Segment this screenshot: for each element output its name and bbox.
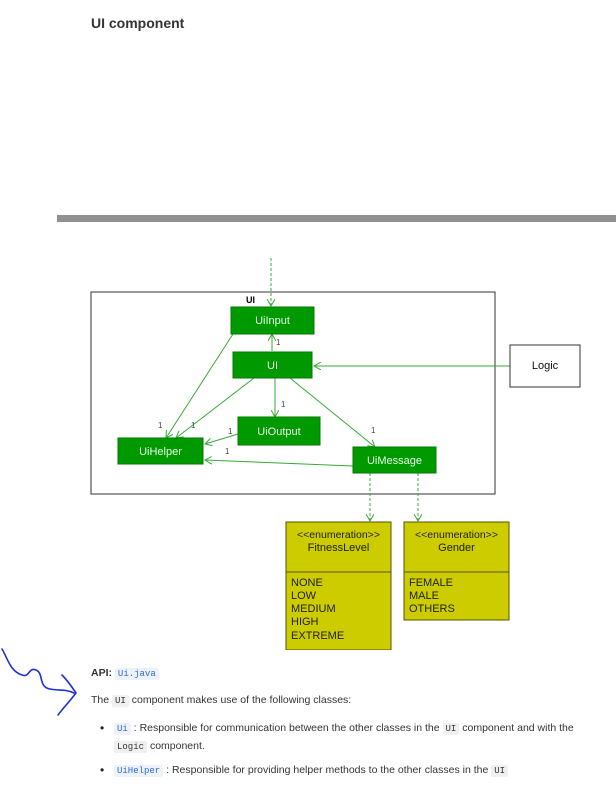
uimessage-class: UiMessage	[352, 446, 437, 474]
logic-class: Logic	[509, 344, 581, 388]
ui-to-uihelper-arrow	[176, 377, 255, 438]
fitnesslevel-name: FitnessLevel	[308, 542, 370, 554]
gender-value: MALE	[409, 590, 439, 602]
uimessage-class-label: UiMessage	[367, 455, 422, 467]
multiplicity-label: 1	[191, 421, 196, 430]
class-list: Ui : Responsible for communication betwe…	[100, 720, 580, 786]
gender-value: OTHERS	[409, 603, 455, 615]
uioutput-class: UiOutput	[237, 416, 321, 446]
ui-package-frame	[90, 291, 496, 495]
uimessage-to-uihelper-arrow	[205, 460, 354, 467]
api-line: API: Ui.java	[91, 667, 159, 680]
list-item: Ui : Responsible for communication betwe…	[100, 720, 580, 756]
multiplicity-label: 1	[158, 421, 163, 430]
fitnesslevel-value: LOW	[291, 590, 317, 602]
intro-paragraph: The UI component makes use of the follow…	[91, 694, 352, 707]
intro-text: The	[91, 694, 110, 706]
hand-drawn-arrow-icon	[1, 648, 77, 716]
intro-text: component makes use of the following cla…	[131, 694, 352, 706]
ui-class-label: UI	[267, 360, 278, 372]
multiplicity-label: 1	[228, 427, 233, 436]
ui-to-uimessage-arrow	[289, 377, 375, 447]
api-file-link[interactable]: Ui.java	[114, 668, 159, 680]
fitnesslevel-value: EXTREME	[291, 630, 344, 642]
uiinput-class: UiInput	[230, 306, 315, 335]
fitnesslevel-value: NONE	[291, 577, 323, 589]
ui-package-label: UI	[246, 295, 255, 305]
gender-name: Gender	[438, 542, 475, 554]
page-title: UI component	[91, 15, 185, 31]
list-item: UiHelper : Responsible for providing hel…	[100, 762, 580, 780]
uihelper-class: UiHelper	[117, 437, 204, 465]
multiplicity-label: 1	[281, 400, 286, 409]
inline-code: Logic	[114, 741, 148, 753]
gender-enum: <<enumeration>> Gender FEMALE MALE OTHER…	[403, 521, 510, 621]
list-item-text: : Responsible for providing helper metho…	[166, 764, 489, 776]
fitnesslevel-enum: <<enumeration>> FitnessLevel NONE LOW ME…	[285, 521, 392, 650]
list-item-text: : Responsible for communication between …	[133, 722, 440, 734]
inline-code: UI	[442, 723, 460, 735]
uihelper-class-label: UiHelper	[139, 446, 182, 458]
list-item-text: component.	[149, 740, 205, 752]
class-link-ui[interactable]: Ui	[114, 723, 131, 735]
multiplicity-label: 1	[276, 338, 281, 347]
api-label: API:	[91, 667, 112, 679]
inline-code: UI	[491, 765, 509, 777]
inline-code: UI	[112, 695, 129, 707]
uioutput-class-label: UiOutput	[257, 426, 300, 438]
ui-class: UI	[232, 351, 313, 379]
gender-stereotype: <<enumeration>>	[415, 529, 498, 541]
horizontal-rule	[57, 215, 616, 222]
fitnesslevel-value: MEDIUM	[291, 603, 336, 615]
class-link-uihelper[interactable]: UiHelper	[114, 765, 164, 777]
list-item-text: component and with the	[462, 722, 574, 734]
uiinput-to-uihelper-arrow	[166, 333, 234, 438]
class-diagram: UI 1 1 1 1 1 1 1 UiInput UI UiOutput UiH…	[90, 258, 581, 650]
gender-value: FEMALE	[409, 577, 453, 589]
fitnesslevel-stereotype: <<enumeration>>	[297, 529, 380, 541]
uioutput-to-uihelper-arrow	[205, 433, 239, 444]
fitnesslevel-value: HIGH	[291, 616, 319, 628]
logic-class-label: Logic	[532, 360, 559, 372]
multiplicity-label: 1	[371, 426, 376, 435]
uiinput-class-label: UiInput	[255, 315, 290, 327]
multiplicity-label: 1	[225, 447, 230, 456]
